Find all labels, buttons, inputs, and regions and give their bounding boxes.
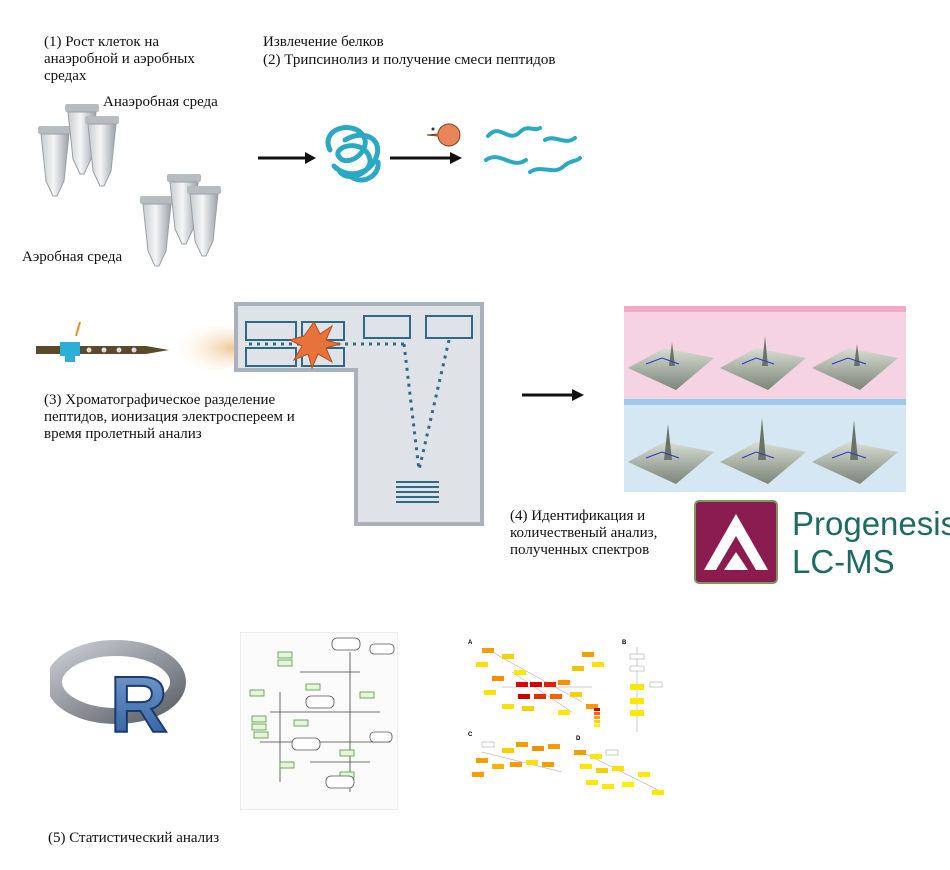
spectra-3d-panels	[624, 306, 906, 492]
heatmap-nodes-d	[574, 749, 664, 795]
chromatography-capillary	[36, 321, 169, 362]
step1-label: (1) Рост клеток на анаэробной и аэробных…	[44, 34, 195, 84]
progenesis-logo-icon	[694, 500, 778, 584]
arrow-to-spectra	[522, 389, 584, 401]
arrow-to-protein	[258, 152, 316, 164]
digestion-illustration	[258, 123, 582, 183]
pathway-heatmap-illustration: A B C D	[462, 632, 677, 804]
peptides-illustration	[484, 126, 582, 174]
r-logo-letter: R	[110, 660, 168, 740]
svg-text:B: B	[622, 640, 627, 646]
svg-text:C: C	[468, 732, 473, 738]
tube-group-aerobic	[140, 174, 221, 267]
protein-coil	[325, 124, 381, 183]
step5-label: (5) Статистический анализ	[48, 830, 220, 846]
terrain-bottom-1	[628, 424, 714, 484]
terrain-bottom-2	[720, 418, 806, 484]
progenesis-title: Progenesis LC-MS	[792, 505, 950, 580]
tube-group-anaerobic	[38, 104, 119, 197]
terrain-bottom-3	[812, 420, 898, 484]
terrain-top-1	[628, 342, 714, 390]
tubes-illustration	[38, 104, 221, 267]
step4-label: (4) Идентификация и количественый анализ…	[510, 508, 658, 558]
heatmap-nodes-b	[629, 653, 663, 716]
mass-spectrometer	[234, 302, 484, 526]
trypsin-label: (2) Трипсинолиз и получение смеси пептид…	[263, 52, 556, 68]
svg-text:A: A	[468, 640, 473, 646]
lc-ms-illustration	[36, 302, 484, 526]
terrain-top-3	[812, 344, 898, 390]
arrow-to-peptides	[390, 152, 462, 164]
protein-extraction-label: Извлечение белков	[263, 34, 384, 50]
heatmap-legend	[594, 708, 600, 727]
terrain-top-2	[720, 336, 806, 390]
electrospray-plume	[164, 326, 254, 370]
aerobic-label: Аэробная среда	[22, 249, 123, 265]
svg-text:D: D	[576, 736, 581, 742]
enzyme-icon	[426, 123, 461, 147]
anaerobic-label: Анаэробная среда	[103, 94, 218, 110]
pathway-map-illustration	[240, 632, 398, 810]
heatmap-nodes-c	[472, 741, 560, 777]
heatmap-nodes-a	[476, 648, 604, 715]
step3-label: (3) Хроматографическое разделение пептид…	[44, 392, 295, 442]
r-logo-icon: R	[50, 640, 186, 740]
